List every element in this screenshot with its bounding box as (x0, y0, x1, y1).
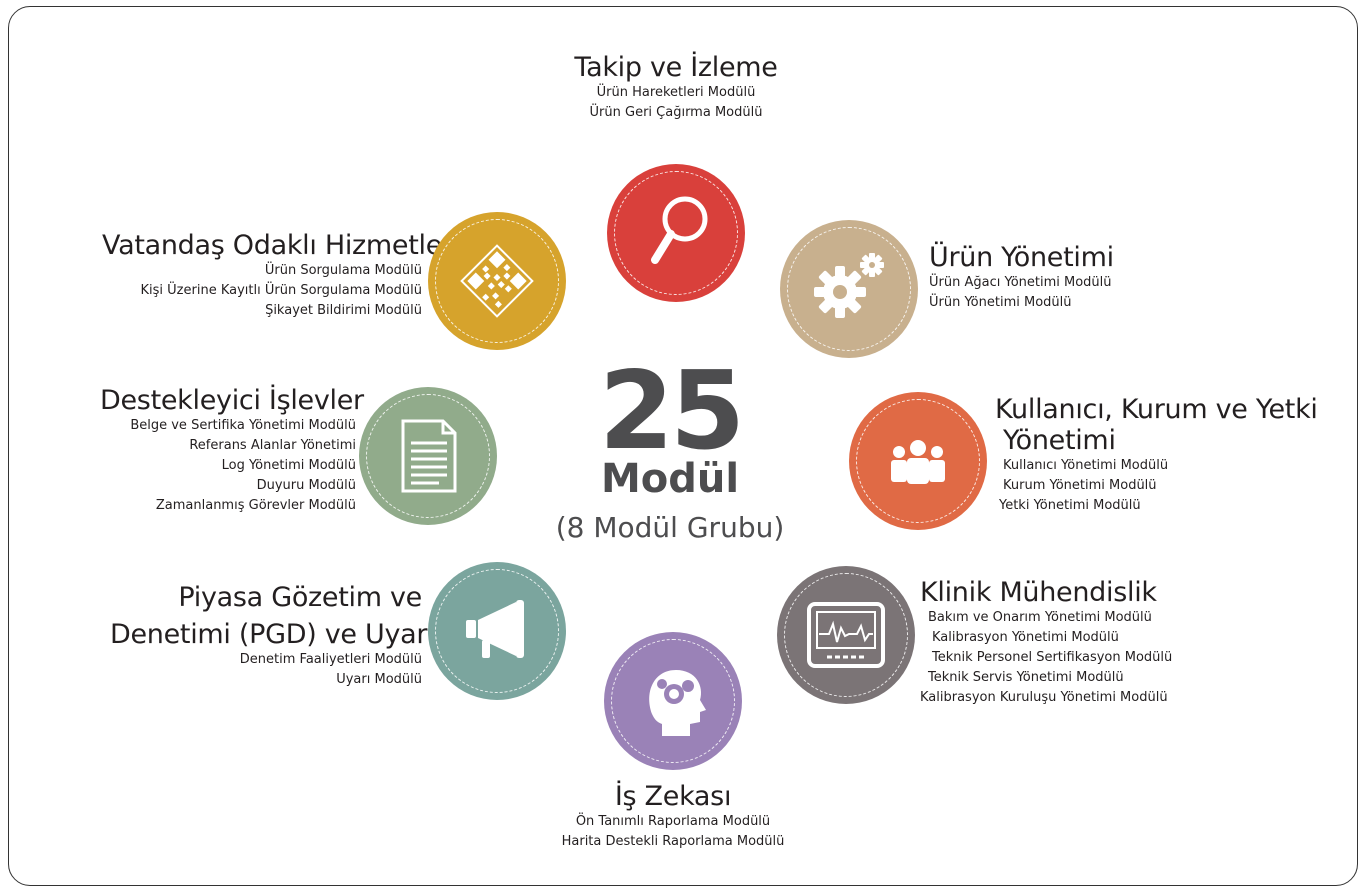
klinik-circle (777, 566, 915, 704)
brain-head-icon (649, 670, 706, 736)
document-icon (401, 419, 457, 493)
module-item: Ürün Geri Çağırma Modülü (589, 105, 763, 120)
group-title-line1: Kullanıcı, Kurum ve Yetki (995, 394, 1318, 425)
group-title: Takip ve İzleme (574, 52, 778, 83)
module-item: Kalibrasyon Yönetimi Modülü (932, 630, 1119, 645)
module-item: Ön Tanımlı Raporlama Modülü (575, 814, 771, 829)
is-zekasi-circle (604, 632, 742, 770)
megaphone-icon (466, 600, 524, 658)
group-piyasa-gozetim: Piyasa Gözetim ve Denetimi (PGD) ve Uyar… (110, 582, 435, 690)
group-title: Klinik Mühendislik (920, 577, 1157, 608)
diagram-frame (8, 6, 1358, 886)
module-item: Yetki Yönetimi Modülü (999, 498, 1141, 513)
module-item: Denetim Faaliyetleri Modülü (239, 652, 422, 667)
group-vatandas-odakli: Vatandaş Odaklı Hizmetler Ürün Sorgulama… (102, 230, 453, 321)
group-is-zekasi: İş Zekası Ön Tanımlı Raporlama Modülü Ha… (523, 781, 823, 852)
module-item: Log Yönetimi Modülü (221, 458, 356, 473)
module-item: Ürün Sorgulama Modülü (264, 263, 422, 278)
module-item: Şikayet Bildirimi Modülü (265, 303, 422, 318)
magnifier-icon (651, 196, 708, 264)
module-item: Uyarı Modülü (336, 672, 422, 687)
group-urun-yonetimi: Ürün Yönetimi Ürün Ağacı Yönetimi Modülü… (929, 242, 1189, 313)
module-item: Kullanıcı Yönetimi Modülü (1003, 458, 1169, 473)
group-takip-izleme: Takip ve İzleme Ürün Hareketleri Modülü … (526, 52, 826, 123)
takip-circle (607, 164, 745, 302)
vatandas-circle (428, 212, 566, 350)
group-destekleyici-islevler: Destekleyici İşlevler Belge ve Sertifika… (100, 385, 364, 516)
group-title: Ürün Yönetimi (929, 242, 1114, 273)
module-item: Kalibrasyon Kuruluşu Yönetimi Modülü (920, 690, 1168, 705)
people-icon (891, 440, 945, 484)
piyasa-circle (428, 562, 566, 700)
module-item: Duyuru Modülü (256, 478, 356, 493)
gears-icon (814, 253, 884, 318)
module-item: Teknik Personel Sertifikasyon Modülü (932, 650, 1173, 665)
module-item: Kurum Yönetimi Modülü (1003, 478, 1157, 493)
module-item: Ürün Yönetimi Modülü (929, 295, 1072, 310)
module-item: Belge ve Sertifika Yönetimi Modülü (130, 418, 356, 433)
module-item: Zamanlanmış Görevler Modülü (155, 498, 356, 513)
monitor-icon (807, 602, 885, 668)
module-item: Harita Destekli Raporlama Modülü (561, 834, 785, 849)
module-item: Kişi Üzerine Kayıtlı Ürün Sorgulama Modü… (140, 283, 422, 298)
module-item: Ürün Hareketleri Modülü (596, 85, 756, 100)
group-klinik-muhendislik: Klinik Mühendislik Bakım ve Onarım Yönet… (920, 577, 1210, 708)
urun-circle (780, 220, 918, 358)
group-title: Destekleyici İşlevler (100, 385, 364, 416)
group-title-line2: Yönetimi (1003, 425, 1116, 456)
group-title: Vatandaş Odaklı Hizmetler (102, 230, 453, 261)
module-count: 25 (598, 349, 745, 474)
module-item: Referans Alanlar Yönetimi (189, 438, 356, 453)
module-group-count: (8 Modül Grubu) (555, 511, 785, 544)
qr-code-icon (460, 244, 534, 318)
group-title: İş Zekası (614, 781, 732, 812)
group-title-line2: Denetimi (PGD) ve Uyarı (110, 619, 435, 650)
destek-circle (359, 387, 497, 525)
group-title-line1: Piyasa Gözetim ve (178, 582, 422, 613)
module-item: Ürün Ağacı Yönetimi Modülü (929, 275, 1112, 290)
module-item: Bakım ve Onarım Yönetimi Modülü (928, 610, 1152, 625)
kullanici-circle (849, 392, 987, 530)
group-kullanici-kurum-yetki: Kullanıcı, Kurum ve Yetki Yönetimi Kulla… (995, 394, 1318, 516)
module-item: Teknik Servis Yönetimi Modülü (928, 670, 1124, 685)
module-label: Modül (600, 456, 740, 502)
